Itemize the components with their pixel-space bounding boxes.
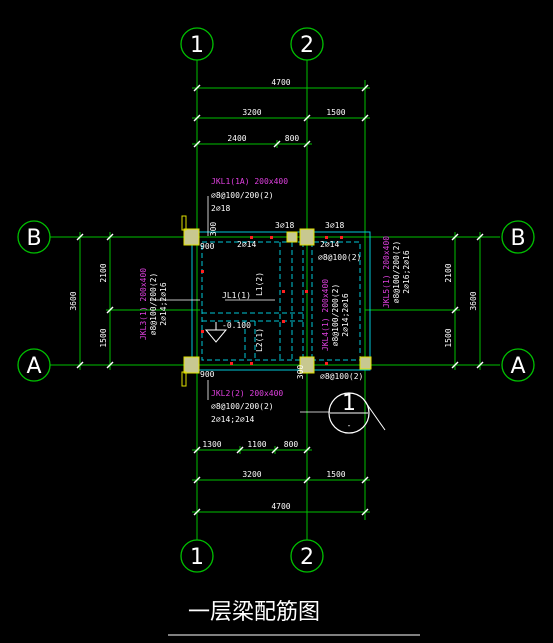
dim-bottom-sub3: 800 <box>284 440 299 449</box>
column-a3 <box>359 356 372 370</box>
beam-outlines <box>191 231 371 371</box>
note-top-b: 3⌀18 <box>325 221 344 230</box>
beam-l1-label: L1(2) <box>255 272 264 296</box>
beam-jkl1-stirrup: ⌀8@100/200(2) <box>211 191 274 200</box>
column-a1 <box>183 356 200 374</box>
beam-jkl2-bars: 2⌀14;2⌀14 <box>211 415 255 424</box>
dim-bottom-sub2: 1100 <box>247 440 266 449</box>
beam-jkl3-stirrup: ⌀8@100/200(2) <box>149 273 158 336</box>
dim-bottom-overall: 4700 <box>271 502 290 511</box>
dim-bottom-seg2: 1500 <box>326 470 345 479</box>
beam-jkl2-name: JKL2(2) 200x400 <box>211 389 283 398</box>
axis-bubbles <box>17 27 535 573</box>
beam-jkl1-name: JKL1(1A) 200x400 <box>211 177 288 186</box>
dim-right-lower: 1500 <box>444 328 453 347</box>
axis-label-2-bottom: 2 <box>300 545 314 570</box>
section-mark-sub: - <box>347 421 352 430</box>
beam-jkl3-name: JKL3(1) 200x400 <box>139 268 148 340</box>
axis-label-a-left: A <box>26 354 41 379</box>
axis-label-b-right: B <box>510 226 525 251</box>
leader-lines <box>150 196 330 413</box>
column-b1 <box>183 228 200 246</box>
column-b2 <box>299 228 315 246</box>
beam-l2-label: L2(1) <box>255 328 264 352</box>
elevation-text: -0.100 <box>222 321 251 330</box>
axis-label-2-top: 2 <box>300 33 314 58</box>
beam-jkl1-bottom: 2⌀18 <box>211 204 230 213</box>
note-stir-b: ⌀8@100(2) <box>318 253 361 262</box>
beam-jkl4-bars: 2⌀14;2⌀16 <box>341 293 350 337</box>
dim-top-overall: 4700 <box>271 78 290 87</box>
beam-jkl3-bars: 2⌀14;2⌀16 <box>159 282 168 326</box>
note-seg-a: 2⌀14 <box>237 240 256 249</box>
beam-jkl2-stirrup: ⌀8@100/200(2) <box>211 402 274 411</box>
beam-jkl5-name: JKL5(1) 200x400 <box>382 236 391 308</box>
dim-right-upper: 2100 <box>444 263 453 282</box>
note-seg-b: 2⌀14 <box>320 240 339 249</box>
drawing-title: 一层梁配筋图 <box>188 600 320 625</box>
beam-jkl5-bars: 2⌀16;2⌀16 <box>402 250 411 294</box>
axis-label-1-top: 1 <box>190 33 204 58</box>
dim-bottom-sub1: 1300 <box>202 440 221 449</box>
column-a2 <box>299 356 315 374</box>
dim-top-sub2: 800 <box>285 134 300 143</box>
dim-900-top: 900 <box>200 242 215 251</box>
column-mid <box>286 231 298 243</box>
beam-jkl5-stirrup: ⌀8@100/200(2) <box>392 241 401 304</box>
dim-top-seg2: 1500 <box>326 108 345 117</box>
beam-jl1-label: JL1(1) <box>222 291 251 300</box>
section-mark-num: 1 <box>342 391 356 416</box>
dim-left-upper: 2100 <box>99 263 108 282</box>
dim-bottom-seg1: 3200 <box>242 470 261 479</box>
column-marks <box>181 215 187 387</box>
section-mark: 1 - <box>328 391 386 434</box>
dim-top-sub1: 2400 <box>227 134 246 143</box>
axis-label-a-right: A <box>510 354 525 379</box>
axis-label-b-left: B <box>26 226 41 251</box>
axis-label-1-bottom: 1 <box>190 545 204 570</box>
note-top-a: 3⌀18 <box>275 221 294 230</box>
dim-left-lower: 1500 <box>99 328 108 347</box>
beam-jkl4-name: JKL4(1) 200x400 <box>321 279 330 351</box>
note-stir-a: ⌀8@100(2) <box>320 372 363 381</box>
dim-top-seg1: 3200 <box>242 108 261 117</box>
dim-left-overall: 3600 <box>69 291 78 310</box>
dim-300-bottom: 300 <box>296 365 305 380</box>
elevation-mark <box>204 322 228 343</box>
dim-300-top: 300 <box>209 222 218 237</box>
dim-right-overall: 3600 <box>469 291 478 310</box>
dim-900-bottom: 900 <box>200 370 215 379</box>
beam-jkl4-stirrup: ⌀8@100/200(2) <box>331 284 340 347</box>
dimension-lines <box>76 82 481 516</box>
columns <box>183 228 372 374</box>
red-markers <box>201 236 343 365</box>
dimension-ticks <box>76 84 484 516</box>
